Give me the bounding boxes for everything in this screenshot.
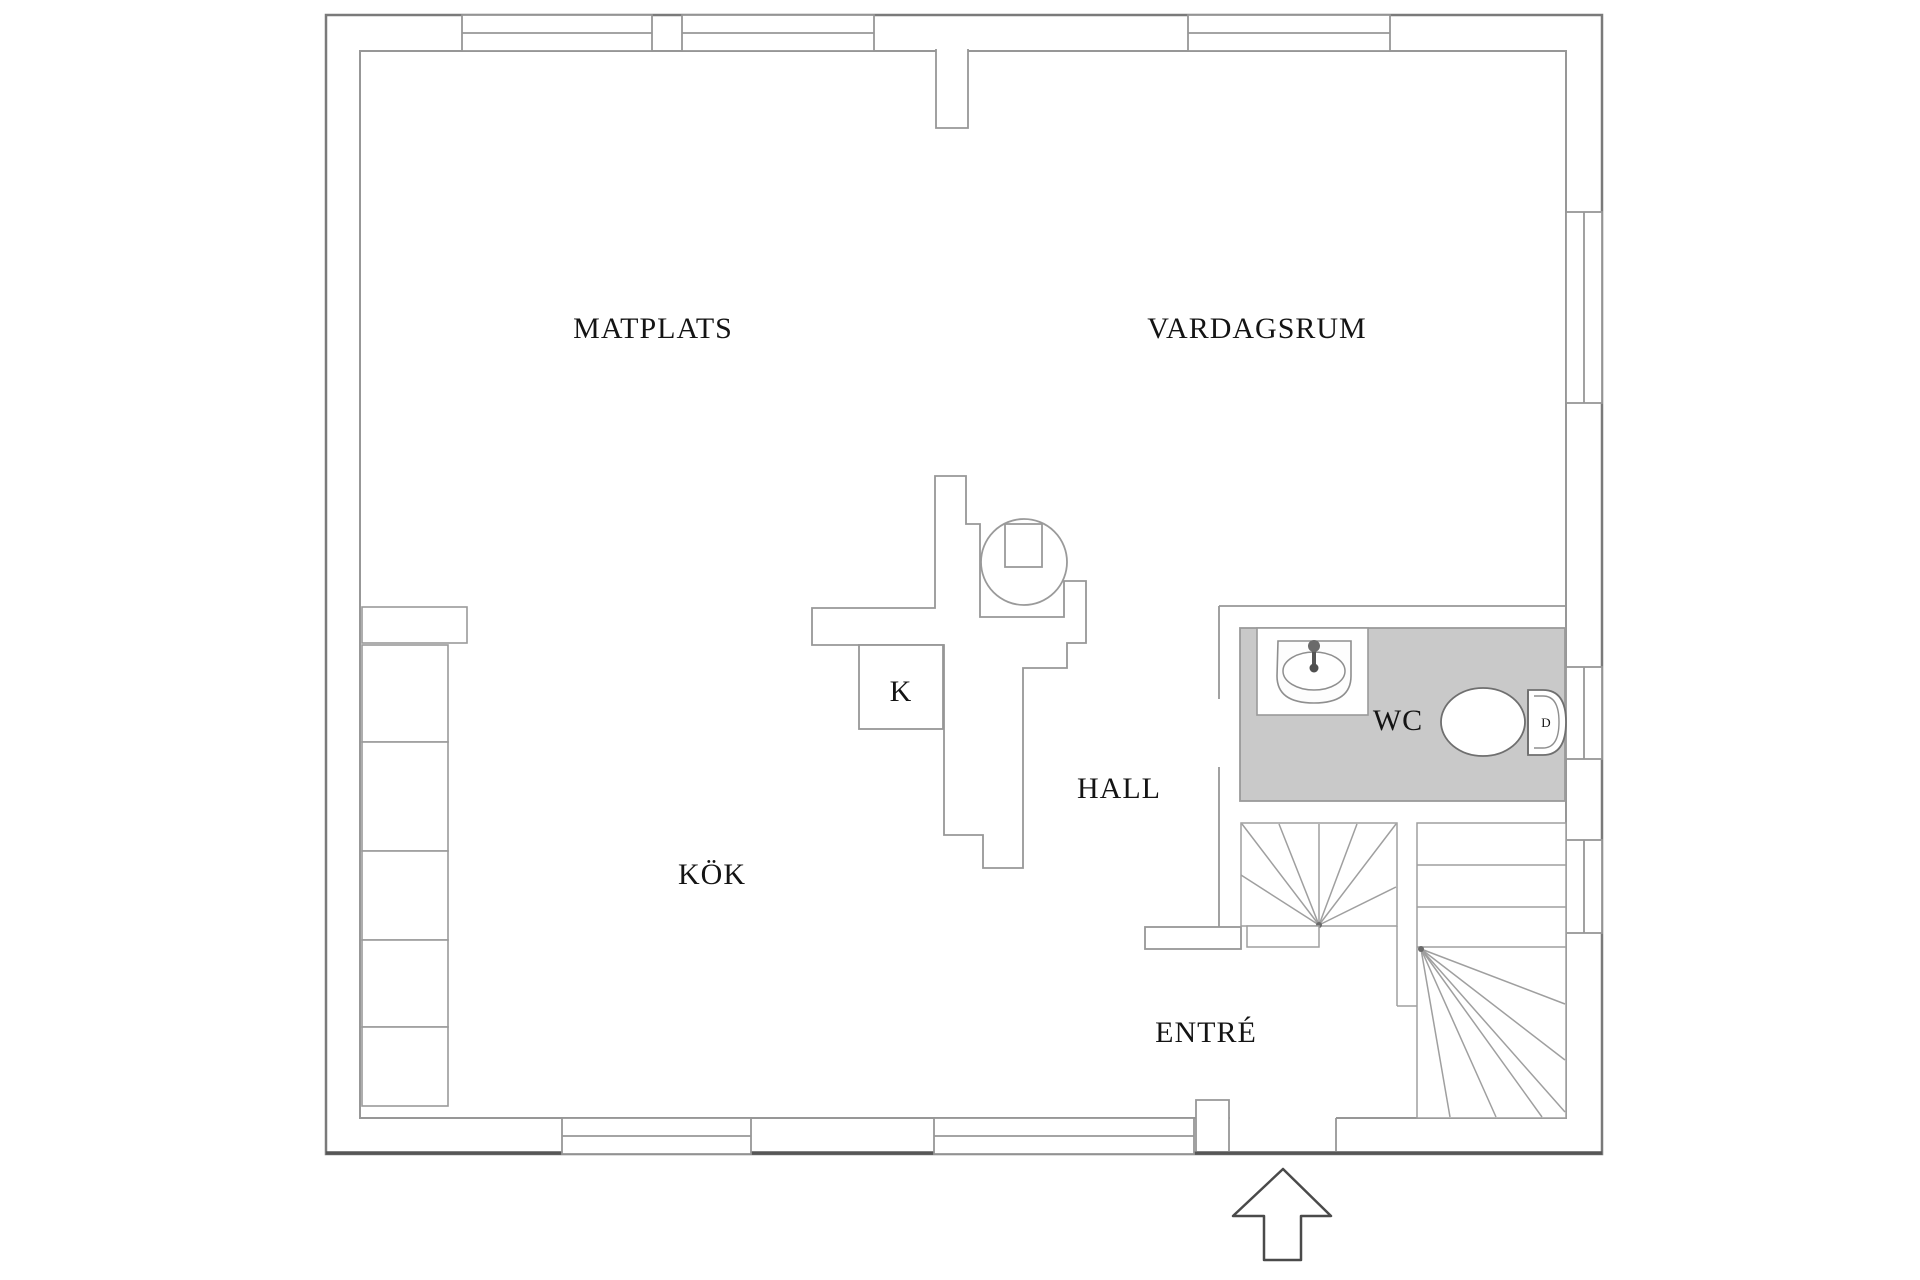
windows-bottom-wall	[561, 1117, 1195, 1155]
hall-partition-wall	[1144, 926, 1242, 950]
staircase-upper-flight	[1240, 822, 1417, 1007]
top-wall-stub	[935, 49, 969, 129]
stair-fan-line	[1318, 823, 1397, 926]
stair-fan-line	[1420, 948, 1566, 1005]
room-label-matplats: MATPLATS	[573, 312, 733, 345]
stair-fan-line	[1420, 948, 1451, 1118]
room-label-vardagsrum: VARDAGSRUM	[1147, 312, 1367, 345]
kitchen-counter-deep	[361, 606, 468, 644]
stair-fan-line	[1420, 948, 1566, 1113]
wc-block: D	[1144, 605, 1567, 950]
room-label-kok: KÖK	[678, 858, 746, 891]
stair-fan-line	[1420, 948, 1497, 1118]
stair-fan-line	[1240, 874, 1320, 926]
room-label-wc: WC	[1373, 704, 1423, 737]
kitchen-cabinet-5	[361, 1026, 449, 1107]
kitchen-cabinet-1	[361, 644, 449, 743]
toilet-flush-button: D	[1541, 715, 1550, 730]
entrance-arrow-icon	[1231, 1167, 1333, 1262]
stair-fan-line	[1241, 823, 1320, 926]
chimney-flue-notch	[1004, 523, 1043, 568]
stair-fan-line	[1278, 823, 1320, 926]
room-label-hall: HALL	[1077, 772, 1161, 805]
kitchen-cabinet-k-box	[858, 644, 944, 730]
sink-faucet-base	[1309, 663, 1319, 673]
toilet-icon: D	[1440, 687, 1567, 757]
room-label-entre: ENTRÉ	[1155, 1016, 1257, 1049]
central-wall-outline	[811, 475, 1087, 869]
exterior-walls	[324, 13, 1604, 1156]
toilet-bowl	[1440, 687, 1526, 757]
sink-icon	[1256, 627, 1369, 716]
entry-door-pier	[1195, 1099, 1230, 1151]
kitchen-cabinet-3	[361, 850, 449, 941]
sink-faucet-knob	[1308, 640, 1320, 652]
stair-fan-line	[1318, 886, 1397, 926]
room-labels: MATPLATS VARDAGSRUM KÖK HALL ENTRÉ WC K	[573, 312, 1423, 1049]
kitchen-cabinet-4	[361, 939, 449, 1028]
stair-fan-line	[1420, 948, 1566, 1061]
entry-door-opening	[1230, 1117, 1336, 1151]
central-wall-assembly	[811, 475, 1087, 869]
staircase-lower-flight	[1416, 822, 1567, 1119]
stair-bottom-step	[1246, 925, 1320, 948]
stair-fan-line	[1318, 823, 1358, 926]
stair-fan-line	[1420, 948, 1543, 1118]
kitchen-cabinet-2	[361, 741, 449, 852]
toilet-tank-inner	[1534, 695, 1560, 749]
staircase	[1240, 822, 1567, 1119]
windows-right-wall	[1565, 211, 1603, 934]
room-label-k-cabinet: K	[890, 675, 913, 708]
windows-top-wall	[461, 14, 1391, 52]
stair-focal-dot	[1418, 946, 1424, 952]
entry-door	[1195, 1099, 1337, 1151]
kitchen-cabinets	[361, 606, 468, 1107]
